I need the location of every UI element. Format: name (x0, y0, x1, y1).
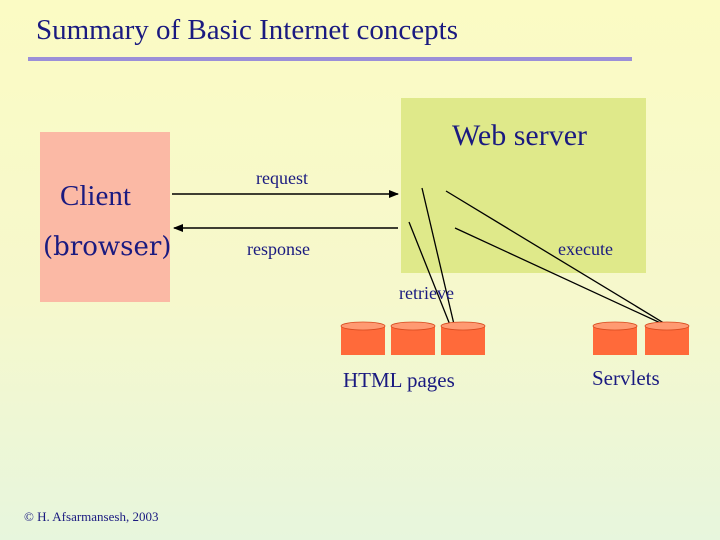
servlet-cylinder (644, 321, 690, 355)
web-server-label: Web server (452, 119, 588, 152)
html-page-cylinder (390, 321, 436, 355)
client-box (40, 132, 170, 302)
request-label: request (256, 168, 308, 188)
response-label: response (247, 239, 310, 259)
client-label: Client (60, 180, 131, 212)
html-page-cylinder (340, 321, 386, 355)
retrieve-label: retrieve (399, 283, 454, 303)
execute-line-1 (445, 190, 673, 329)
copyright-footer: © H. Afsarmansesh, 2003 (24, 509, 159, 524)
servlets-label: Servlets (592, 366, 660, 390)
html-pages-label: HTML pages (343, 368, 455, 392)
html-page-cylinder (440, 321, 486, 355)
servlet-cylinder (592, 321, 638, 355)
retrieve-line-2 (408, 221, 457, 341)
browser-label: (browser) (43, 232, 172, 262)
execute-line-2 (454, 227, 668, 327)
execute-label: execute (558, 239, 613, 259)
web-server-box (401, 98, 646, 273)
title-underline (28, 57, 632, 61)
slide-title: Summary of Basic Internet concepts (36, 14, 458, 46)
